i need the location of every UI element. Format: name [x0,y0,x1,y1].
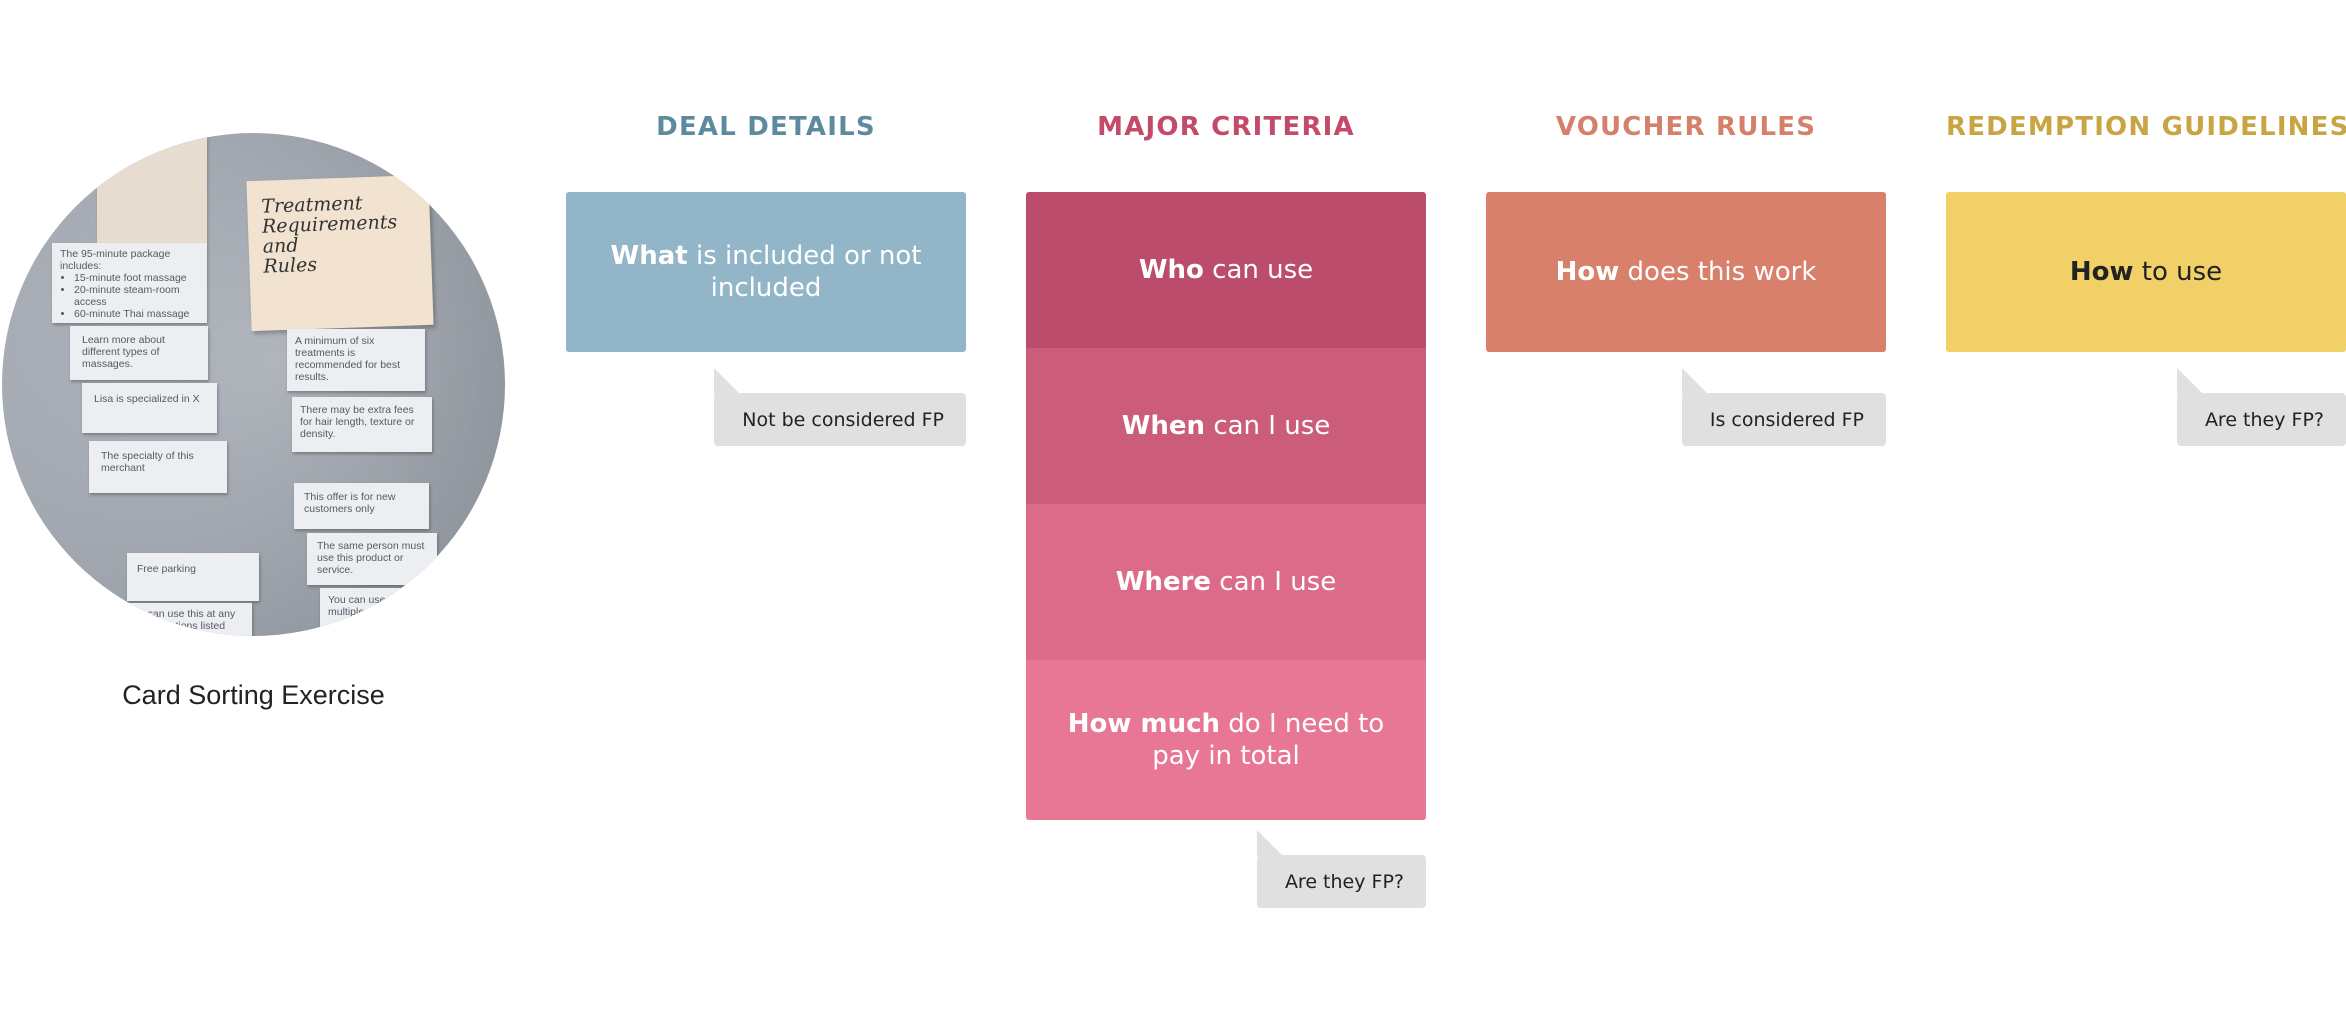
card-stack: Who can use When can I use Where can I u… [1026,192,1426,820]
paper-card-text: You can use this for multiple visits [328,594,420,618]
paper-card-text: There may be extra fees for hair length,… [300,404,415,440]
paper-card-package: The 95-minute package includes: 15-minut… [52,243,207,323]
paper-card: Lisa is specialized in X [82,383,217,433]
card-phrase: is included or not included [687,241,922,303]
callout-tail [714,368,741,394]
callout-text: Is considered FP [1709,408,1864,431]
column-title-voucher-rules: VOUCHER RULES [1555,112,1817,142]
paper-card: The specialty of this merchant [89,441,227,493]
paper-card-text: Lisa is specialized in X [94,393,200,405]
card-text: How does this work [1556,256,1817,288]
card-what: What is included or not included [566,192,966,352]
card-sorting-photo: Treatment Requirements and Rules The 95-… [2,133,505,636]
paper-card-text: A minimum of six treatments is recommend… [295,335,401,383]
paper-card: Learn more about different types of mass… [70,326,208,380]
card-phrase: can I use [1211,567,1337,597]
card-keyword: Where [1115,567,1212,597]
blank-sticky-note [97,133,207,243]
callout-redemption-guidelines: Are they FP? [2176,368,2346,446]
paper-card-bullet: 20-minute steam-room access [74,284,199,308]
card-where: Where can I use [1026,504,1426,660]
paper-card-text: The same person must use this product or… [317,540,425,576]
paper-card-text: Free parking [137,563,196,575]
callout-tail [1681,368,1708,394]
card-keyword: How [2069,257,2134,287]
card-phrase: can I use [1205,411,1331,441]
paper-card: You can use this for multiple visits [320,588,430,628]
column-title-major-criteria: MAJOR CRITERIA [1097,112,1355,142]
paper-card: This offer is for new customers only [294,483,429,529]
photo-caption: Card Sorting Exercise [122,680,385,710]
card-text: When can I use [1122,410,1331,442]
callout-text: Are they FP? [1284,870,1404,893]
card-stack: How does this work [1486,192,1886,352]
paper-card-intro: The 95-minute package includes: [60,248,171,272]
card-text: Who can use [1139,254,1313,286]
card-text: How much do I need to pay in total [1056,708,1396,772]
card-text: What is included or not included [596,240,936,304]
card-stack: What is included or not included [566,192,966,352]
paper-card-text: Learn more about different types of mass… [82,334,165,370]
column-deal-details: DEAL DETAILS What is included or not inc… [566,112,966,446]
card-how-to-use: How to use [1946,192,2346,352]
paper-card-text: This offer is for new customers only [304,491,396,515]
callout-tail [1256,830,1283,856]
card-text: Where can I use [1116,566,1336,598]
paper-card-text: You can use this at any of the locations… [127,608,236,632]
paper-card-bullets: 15-minute foot massage 20-minute steam-r… [60,272,199,320]
card-stack: How to use [1946,192,2346,352]
card-keyword: How [1555,257,1620,287]
handwritten-sticky-note: Treatment Requirements and Rules [246,174,434,332]
column-title-deal-details: DEAL DETAILS [656,112,876,142]
card-keyword: What [610,241,688,271]
card-phrase: do I need to pay in total [1152,709,1385,771]
column-title-redemption-guidelines: REDEMPTION GUIDELINES [1946,112,2346,142]
column-redemption-guidelines: REDEMPTION GUIDELINES How to use Are the… [1946,112,2346,446]
paper-card-bullet: 15-minute foot massage [74,272,199,284]
callout-tail [2176,368,2203,394]
sticky-note-text: Treatment Requirements and Rules [260,192,398,278]
callout-text: Not be considered FP [742,408,944,431]
paper-card: A minimum of six treatments is recommend… [287,329,425,391]
card-how-much: How much do I need to pay in total [1026,660,1426,820]
card-text: How to use [2070,256,2222,288]
card-who: Who can use [1026,192,1426,348]
callout-text: Are they FP? [2204,408,2324,431]
paper-card-text: The specialty of this merchant [101,450,194,474]
column-major-criteria: MAJOR CRITERIA Who can use When can I us… [1026,112,1426,908]
card-keyword: When [1121,411,1206,441]
card-how-works: How does this work [1486,192,1886,352]
paper-card: There may be extra fees for hair length,… [292,397,432,452]
paper-card: The same person must use this product or… [307,533,437,585]
card-phrase: does this work [1619,257,1817,287]
card-when: When can I use [1026,348,1426,504]
paper-card: Free parking [127,553,259,601]
paper-card: You can use this at any of the locations… [117,603,252,636]
callout-major-criteria: Are they FP? [1256,830,1426,908]
card-phrase: can use [1203,255,1314,285]
paper-card-bullet: 60-minute Thai massage [74,308,199,320]
card-phrase: to use [2133,257,2223,287]
card-keyword: Who [1138,255,1204,285]
callout-voucher-rules: Is considered FP [1681,368,1886,446]
column-voucher-rules: VOUCHER RULES How does this work Is cons… [1486,112,1886,446]
callout-deal-details: Not be considered FP [714,368,966,446]
card-keyword: How much [1067,709,1220,739]
